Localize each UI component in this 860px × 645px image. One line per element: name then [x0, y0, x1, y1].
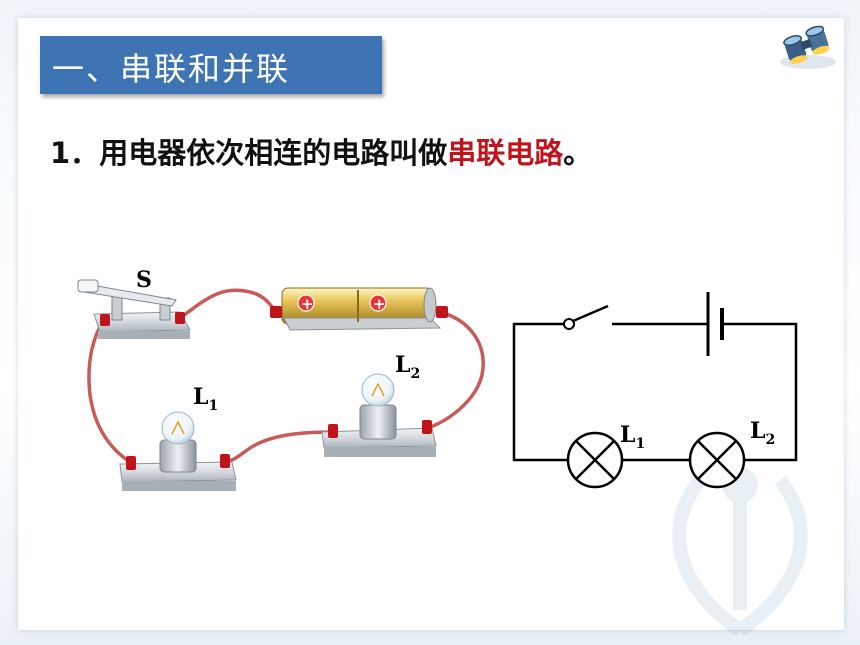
schematic-l1-label: L1 [620, 422, 645, 452]
bulb-board-2 [321, 373, 437, 457]
knife-switch [77, 279, 191, 339]
bulb-board-1 [119, 411, 237, 491]
point-number: 1． [50, 136, 100, 170]
bulb2-label: L2 [395, 352, 420, 382]
section-title: 一、串联和并联 [52, 50, 291, 88]
schematic-wires [512, 322, 798, 462]
battery-holder: + + [270, 287, 448, 331]
battery-plus-2: + [373, 295, 386, 313]
battery-plus-1: + [301, 295, 314, 313]
schematic-switch [563, 304, 609, 330]
watermark-logo [672, 467, 808, 636]
definition-statement: 1．用电器依次相连的电路叫做串联电路。 [50, 130, 592, 172]
schematic-lamp-1 [566, 431, 624, 489]
statement-text: 用电器依次相连的电路叫做 [99, 136, 448, 170]
statement-end: 。 [563, 136, 593, 170]
schematic-lamp-2 [688, 431, 746, 489]
terminal [100, 312, 185, 326]
section-title-bar: 一、串联和并联 [40, 36, 382, 94]
bulb1-label: L1 [193, 384, 218, 414]
highlight-term: 串联电路 [447, 136, 564, 170]
schematic-battery [706, 292, 724, 356]
binoculars-icon [780, 25, 836, 69]
switch-label: S [136, 267, 152, 293]
schematic-l2-label: L2 [750, 418, 775, 448]
